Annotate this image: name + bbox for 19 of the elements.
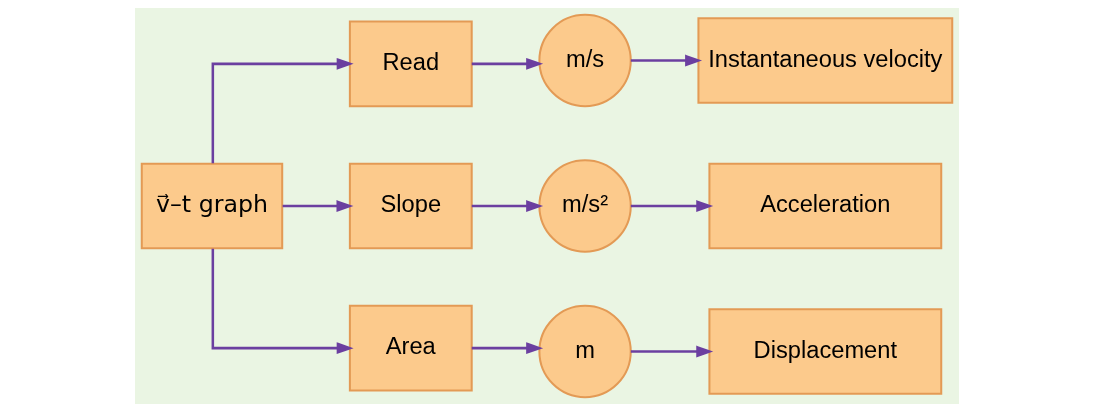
node-box: Acceleration (707, 162, 942, 250)
node-circle: m (537, 304, 632, 399)
node-box: Area (348, 304, 473, 392)
arrow (630, 54, 702, 67)
node-box: Displacement (707, 308, 942, 395)
node-box: Slope (348, 162, 473, 250)
arrow (630, 345, 713, 358)
node-circle: m/s² (537, 159, 632, 253)
node-circle: m/s (537, 13, 632, 108)
node-box: Read (348, 20, 473, 108)
arrow (211, 248, 354, 355)
arrow (471, 200, 543, 212)
arrow (630, 200, 713, 212)
node-box: Instantaneous velocity (696, 17, 953, 104)
arrow (211, 57, 354, 164)
arrow (282, 200, 353, 212)
node-box: v⃗–t graph (140, 162, 283, 250)
arrow (471, 342, 543, 355)
arrow (471, 57, 543, 70)
